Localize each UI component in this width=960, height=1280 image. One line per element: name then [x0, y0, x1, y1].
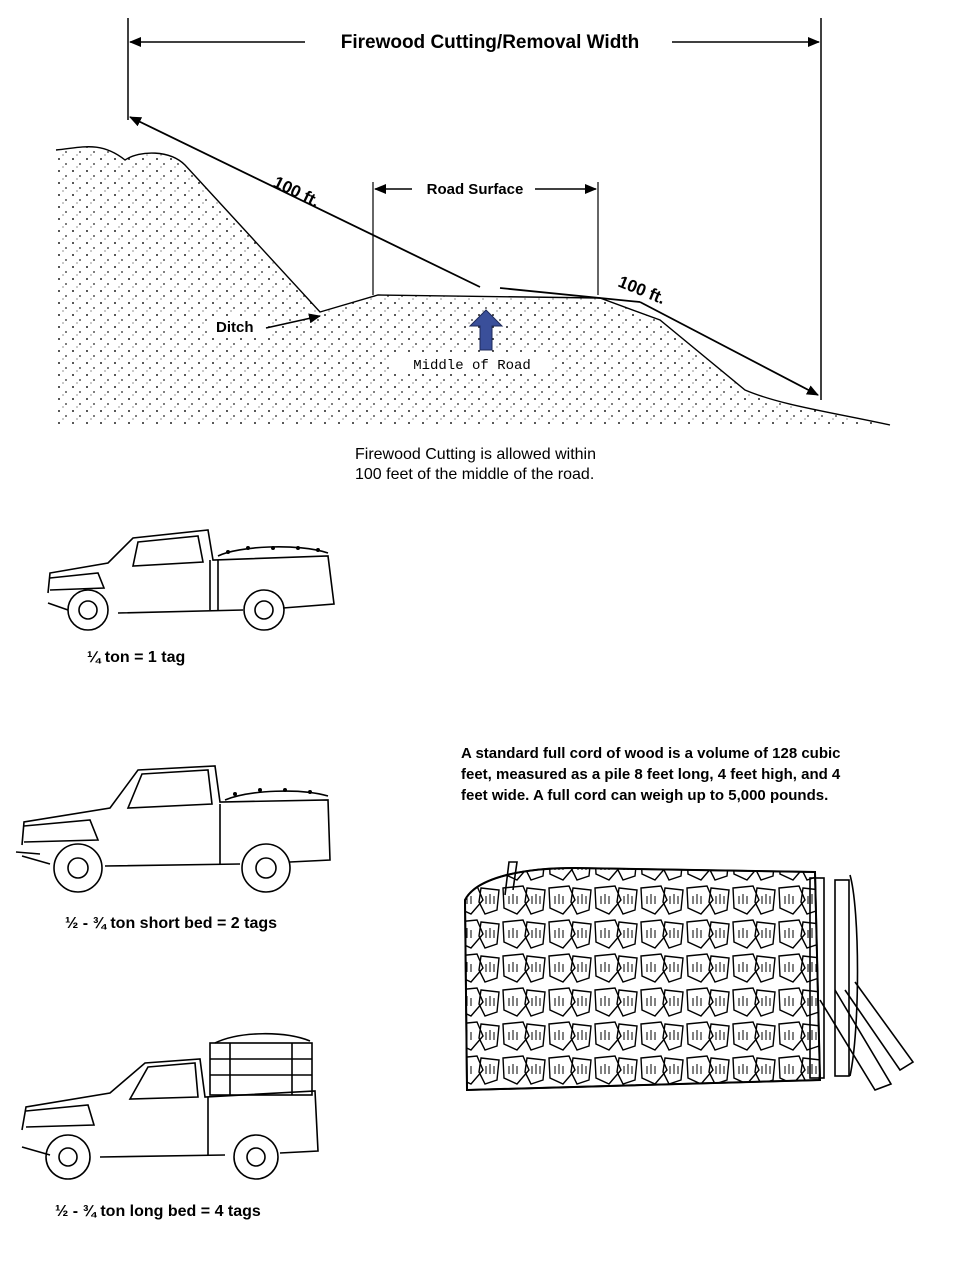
width-label: Firewood Cutting/Removal Width: [341, 32, 640, 53]
ditch-arrow: [265, 313, 321, 329]
truck-3-caption: ½ - ¾ ton long bed = 4 tags: [55, 1203, 261, 1220]
cord-definition-line-1: A standard full cord of wood is a volume…: [461, 745, 841, 762]
cord-definition: A standard full cord of wood is a volume…: [461, 743, 841, 806]
cord-wood-pile-drawing: [463, 861, 915, 1092]
long-bed-truck-drawing: [21, 1032, 319, 1180]
cord-definition-line-3: feet wide. A full cord can weigh up to 5…: [461, 787, 829, 804]
middle-of-road-label: Middle of Road: [413, 358, 531, 374]
truck-2-caption: ½ - ¾ ton short bed = 2 tags: [65, 915, 278, 932]
distance-arrow-left: [129, 116, 481, 288]
distance-arrow-right-a: [499, 287, 641, 303]
cord-definition-line-2: feet, measured as a pile 8 feet long, 4 …: [461, 766, 841, 783]
distance-arrow-right-b: [639, 301, 819, 396]
road-surface-label: Road Surface: [427, 181, 524, 198]
cutting-rule-line-2: 100 feet of the middle of the road.: [355, 466, 595, 483]
short-bed-truck-drawing: [15, 765, 331, 893]
road-cross-section-diagram: Firewood Cutting/Removal Width 100 ft. 1…: [55, 18, 891, 426]
truck-1-caption: ¼ ton = 1 tag: [87, 649, 186, 666]
distance-label-left: 100 ft.: [270, 173, 322, 212]
cutting-rule-note: Firewood Cutting is allowed within 100 f…: [355, 445, 596, 485]
terrain-profile: [56, 146, 890, 425]
quarter-ton-truck-drawing: [47, 529, 335, 631]
ditch-label: Ditch: [216, 319, 254, 336]
cutting-rule-line-1: Firewood Cutting is allowed within: [355, 446, 596, 463]
middle-of-road-arrow: [468, 309, 504, 351]
terrain-outline: [55, 146, 891, 426]
